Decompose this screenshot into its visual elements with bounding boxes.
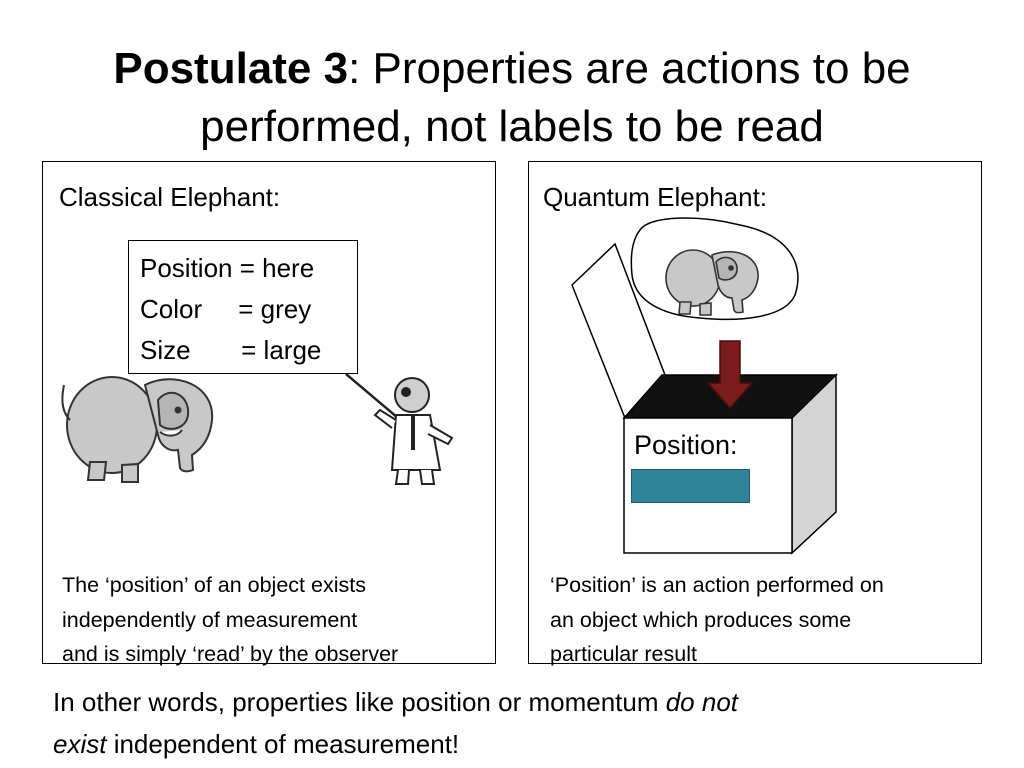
footer-italic-2: exist [53,729,107,759]
classical-caption-line-3: and is simply ‘read’ by the observer [62,642,399,666]
quantum-heading: Quantum Elephant: [543,182,768,212]
classical-panel: Classical Elephant: Position = here Colo… [42,161,496,666]
measurement-result-bar [631,469,750,503]
title-bold: Postulate 3 [113,44,349,93]
label-row-color: Color = grey [140,294,312,324]
classical-caption-line-1: The ‘position’ of an object exists [62,573,366,597]
title-line-2: performed, not labels to be read [200,102,824,151]
footer-part-1: In other words, properties like position… [53,687,666,717]
classical-heading: Classical Elephant: [59,182,281,212]
footer-italic-1: do not [665,687,739,717]
footer-part-2: independent of measurement! [106,729,460,759]
quantum-caption: ‘Position’ is an action performed on an … [550,568,980,672]
label-row-position: Position = here [140,253,315,283]
box-position-label: Position: [634,430,738,460]
arrow-down-icon [706,340,754,410]
classical-caption: The ‘position’ of an object exists indep… [62,568,492,672]
scientist-icon [345,373,454,485]
footer-statement: In other words, properties like position… [53,681,993,765]
title-line-1: Postulate 3: Properties are actions to b… [0,40,1024,98]
title-rest: : Properties are actions to be [348,44,911,93]
property-label-card: Position = here Color = grey Size = larg… [128,240,358,374]
classical-elephant-icon [61,376,214,483]
quantum-elephant-icon [665,249,759,316]
quantum-caption-line-3: particular result [550,642,697,666]
slide-title: Postulate 3: Properties are actions to b… [0,40,1024,156]
quantum-caption-line-2: an object which produces some [550,607,852,632]
label-row-size: Size = large [140,335,322,365]
classical-caption-line-2: independently of measurement [62,607,358,632]
quantum-caption-line-1: ‘Position’ is an action performed on [550,573,884,597]
